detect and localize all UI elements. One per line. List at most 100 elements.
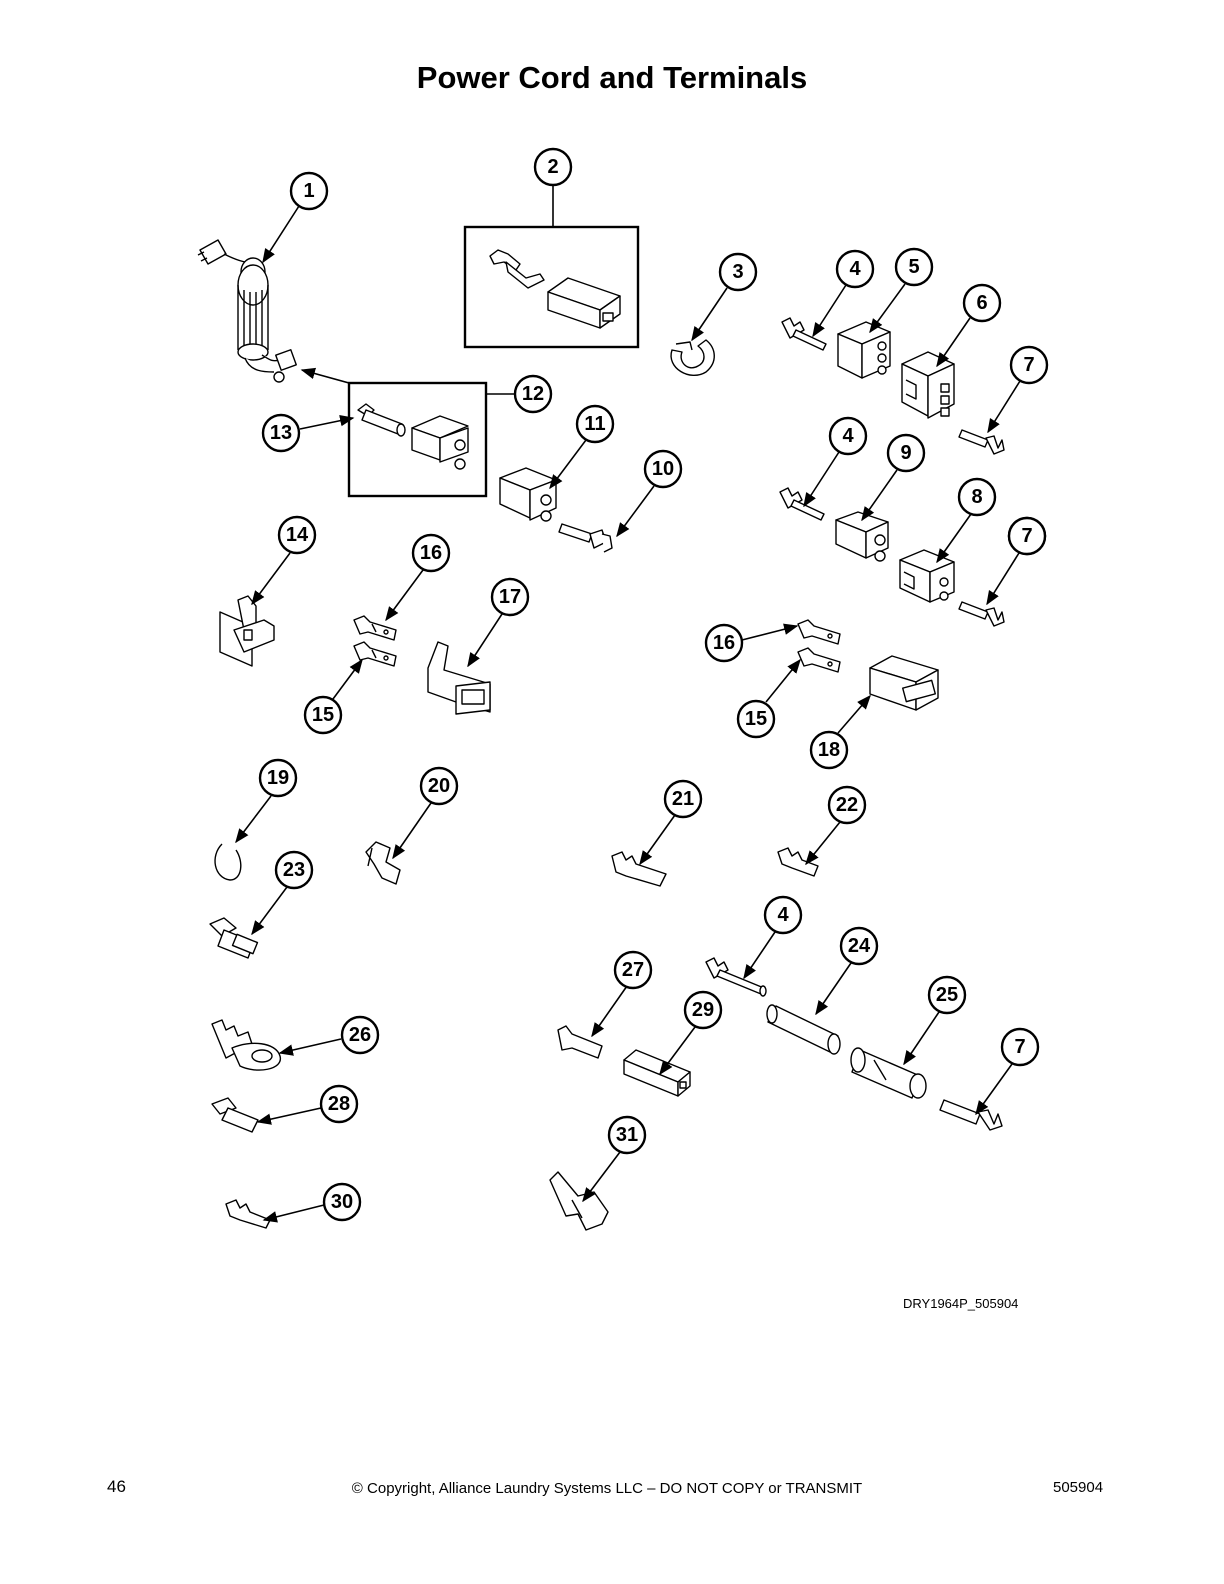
receptacle-terminal-icon xyxy=(557,1025,603,1059)
callout-11: 11 xyxy=(575,404,615,444)
sleeve-icon xyxy=(766,1004,841,1055)
svg-text:13: 13 xyxy=(270,422,292,444)
callout-16: 16 xyxy=(411,533,451,573)
svg-text:17: 17 xyxy=(499,586,521,608)
socket-terminal-icon xyxy=(939,1099,1003,1131)
connector-housing-icon xyxy=(499,467,557,522)
callout-31: 31 xyxy=(607,1115,647,1155)
connector-housing-icon xyxy=(899,549,955,603)
svg-text:10: 10 xyxy=(652,458,674,480)
receptacle-terminal-icon xyxy=(353,615,397,641)
callout-24: 24 xyxy=(839,926,879,966)
ring-clip-icon xyxy=(214,843,242,881)
svg-text:7: 7 xyxy=(1023,354,1034,376)
callout-7: 7 xyxy=(1009,345,1049,385)
svg-text:30: 30 xyxy=(331,1191,353,1213)
drawing-id: DRY1964P_505904 xyxy=(903,1296,1019,1311)
callout-27: 27 xyxy=(613,950,653,990)
pin-terminal-icon xyxy=(779,487,825,521)
callout-25: 25 xyxy=(927,975,967,1015)
callout-10: 10 xyxy=(643,449,683,489)
callout-28: 28 xyxy=(319,1084,359,1124)
svg-text:20: 20 xyxy=(428,775,450,797)
callout-15: 15 xyxy=(303,695,343,735)
callout-4: 4 xyxy=(828,416,868,456)
kit-frame-12 xyxy=(347,381,488,498)
callout-23: 23 xyxy=(274,850,314,890)
flag-terminal-icon xyxy=(611,851,667,887)
connector-housing-icon xyxy=(837,321,891,379)
svg-text:11: 11 xyxy=(584,413,605,435)
svg-text:22: 22 xyxy=(836,794,858,816)
svg-text:2: 2 xyxy=(547,156,558,178)
svg-text:16: 16 xyxy=(420,542,442,564)
connector-housing-icon xyxy=(427,641,491,715)
callout-13: 13 xyxy=(261,413,301,453)
callout-8: 8 xyxy=(957,477,997,517)
callout-9: 9 xyxy=(886,433,926,473)
svg-text:9: 9 xyxy=(900,442,911,464)
pin-terminal-icon xyxy=(558,523,613,553)
svg-text:21: 21 xyxy=(672,788,694,810)
connector-housing-icon xyxy=(835,511,889,562)
callout-1: 1 xyxy=(289,171,329,211)
clip-icon xyxy=(365,841,401,885)
svg-text:26: 26 xyxy=(349,1024,371,1046)
clamp-icon xyxy=(670,339,715,377)
socket-terminal-icon xyxy=(958,429,1005,455)
callout-12: 12 xyxy=(513,374,553,414)
page-number: 46 xyxy=(107,1477,126,1496)
svg-text:15: 15 xyxy=(312,704,334,726)
document-number: 505904 xyxy=(1053,1479,1104,1496)
power-cord-icon xyxy=(197,239,297,383)
flag-terminal-icon xyxy=(549,1171,609,1231)
callout-22: 22 xyxy=(827,785,867,825)
svg-text:7: 7 xyxy=(1014,1036,1025,1058)
connector-housing-icon xyxy=(869,655,939,711)
svg-text:27: 27 xyxy=(622,959,644,981)
callout-7: 7 xyxy=(1000,1027,1040,1067)
svg-text:4: 4 xyxy=(777,904,789,926)
callout-2: 2 xyxy=(533,147,573,187)
callout-6: 6 xyxy=(962,283,1002,323)
terminal-kit-icon xyxy=(489,249,621,329)
callout-17: 17 xyxy=(490,577,530,617)
receptacle-terminal-icon xyxy=(797,647,841,673)
svg-text:19: 19 xyxy=(267,767,289,789)
svg-text:23: 23 xyxy=(283,859,305,881)
copyright-notice: © Copyright, Alliance Laundry Systems LL… xyxy=(351,1480,863,1497)
callout-21: 21 xyxy=(663,779,703,819)
callout-30: 30 xyxy=(322,1182,362,1222)
connector-housing-icon xyxy=(623,1049,691,1097)
callout-20: 20 xyxy=(419,766,459,806)
svg-text:15: 15 xyxy=(745,708,767,730)
callout-7: 7 xyxy=(1007,516,1047,556)
svg-text:7: 7 xyxy=(1021,525,1032,547)
svg-text:8: 8 xyxy=(971,486,982,508)
svg-text:28: 28 xyxy=(328,1093,350,1115)
insulated-sleeve-icon xyxy=(850,1047,927,1099)
svg-text:18: 18 xyxy=(818,739,840,761)
svg-text:1: 1 xyxy=(303,180,314,202)
callout-26: 26 xyxy=(340,1015,380,1055)
svg-text:14: 14 xyxy=(286,524,309,546)
callout-4: 4 xyxy=(763,895,803,935)
pin-terminal-icon xyxy=(705,957,767,997)
kit-frame-2 xyxy=(463,225,640,349)
svg-text:12: 12 xyxy=(522,383,544,405)
flag-terminal-icon xyxy=(777,847,819,877)
bracket-icon xyxy=(219,595,275,667)
callout-3: 3 xyxy=(718,252,758,292)
svg-text:5: 5 xyxy=(908,256,919,278)
callout-4: 4 xyxy=(835,249,875,289)
svg-text:4: 4 xyxy=(842,425,854,447)
callout-5: 5 xyxy=(894,247,934,287)
callout-18: 18 xyxy=(809,730,849,770)
svg-text:6: 6 xyxy=(976,292,987,314)
connector-housing-icon xyxy=(901,351,955,419)
callout-16: 16 xyxy=(704,623,744,663)
svg-text:3: 3 xyxy=(732,261,743,283)
svg-text:29: 29 xyxy=(692,999,714,1021)
socket-terminal-icon xyxy=(958,601,1005,627)
